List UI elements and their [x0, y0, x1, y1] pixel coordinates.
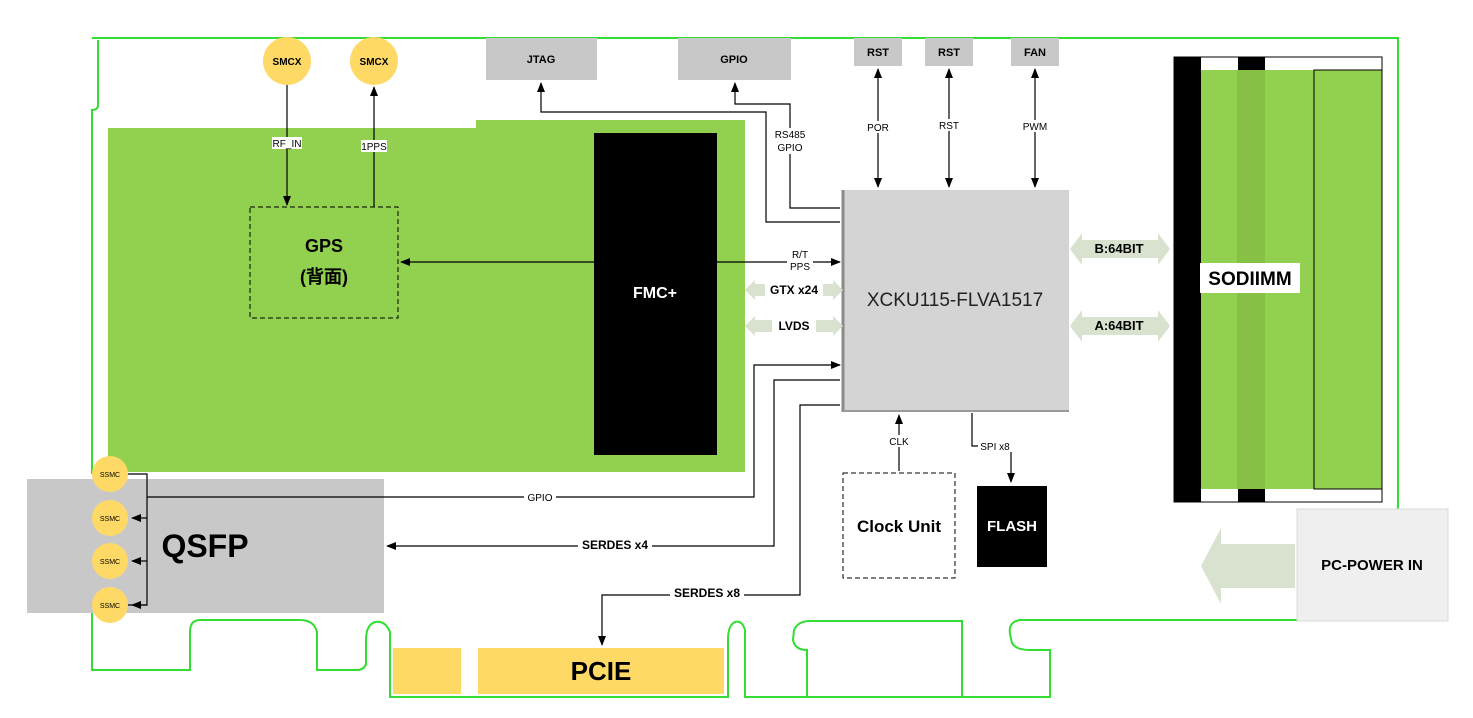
fmc-connector	[594, 133, 717, 455]
fpga-label: XCKU115-FLVA1517	[867, 290, 1043, 311]
gpio-connector	[678, 38, 791, 80]
smcx-connector-1	[263, 37, 311, 85]
smcx-label-2: SMCX	[360, 57, 389, 68]
power-input-label: PC-POWER IN	[1321, 557, 1423, 574]
jtag-route	[537, 82, 840, 223]
gpio-route	[731, 82, 840, 209]
clk-label: CLK	[889, 437, 909, 448]
serdes4-label: SERDES x4	[582, 538, 648, 552]
ssmc-connector-1	[92, 456, 128, 492]
fpga-chip	[843, 190, 1069, 412]
rs485-label: RS485	[775, 130, 806, 141]
pps-label: 1PPS	[361, 142, 387, 153]
gtx-label: GTX x24	[770, 283, 818, 297]
a64-bus-arrow	[1070, 310, 1170, 342]
gps-sub-label: (背面)	[300, 266, 348, 287]
gpio-label: GPIO	[720, 54, 748, 66]
b64-bus-arrow	[1070, 233, 1170, 265]
rst-label-2: RST	[938, 47, 960, 59]
qsfp-cage	[27, 479, 384, 613]
por-label: POR	[867, 123, 889, 134]
daughter-card	[108, 120, 745, 472]
gps-label: GPS	[305, 236, 343, 256]
gps-module	[249, 206, 399, 319]
gpio-bottom-route	[147, 361, 841, 498]
pcie-label: PCIE	[571, 656, 632, 686]
ssmc-label-3: SSMC	[100, 559, 120, 566]
gpio-signal-label: GPIO	[777, 143, 802, 154]
a64-label: A:64BIT	[1094, 318, 1143, 333]
fan-connector	[1011, 38, 1059, 66]
rst-label-1: RST	[867, 47, 889, 59]
lvds-label: LVDS	[778, 319, 809, 333]
flash-chip	[977, 486, 1047, 567]
serdes8-route	[598, 404, 840, 646]
ssmc-connector-4	[92, 587, 128, 623]
rst-signal-label: RST	[939, 121, 959, 132]
rf-in-label: RF_IN	[273, 139, 302, 150]
ssmc-connector-2	[92, 500, 128, 536]
qsfp-label: QSFP	[161, 528, 248, 564]
rst-connector-2	[925, 38, 973, 66]
pcie-finger-short	[393, 648, 461, 694]
rt-label: R/T	[792, 250, 808, 261]
power-input	[1296, 508, 1449, 622]
ssmc-label-4: SSMC	[100, 603, 120, 610]
gpio-bottom-label: GPIO	[527, 493, 552, 504]
pcie-finger-long	[478, 648, 724, 694]
ssmc-connector-3	[92, 543, 128, 579]
spi-label: SPI x8	[980, 442, 1010, 453]
sodimm-label: SODIIMM	[1208, 269, 1291, 290]
pps-fpga-label: PPS	[790, 262, 810, 273]
fmc-label: FMC+	[633, 285, 677, 302]
jtag-label: JTAG	[527, 54, 556, 66]
flash-label: FLASH	[987, 518, 1037, 535]
serdes8-label: SERDES x8	[674, 586, 740, 600]
rst-connector-1	[854, 38, 902, 66]
fan-label: FAN	[1024, 47, 1046, 59]
ssmc-label-1: SSMC	[100, 472, 120, 479]
ssmc-label-2: SSMC	[100, 516, 120, 523]
jtag-connector	[486, 38, 597, 80]
smcx-connector-2	[350, 37, 398, 85]
pwm-label: PWM	[1023, 122, 1047, 133]
power-arrow	[1201, 528, 1295, 604]
clock-unit	[842, 472, 956, 579]
clock-unit-label: Clock Unit	[857, 517, 941, 536]
smcx-label-1: SMCX	[273, 57, 302, 68]
b64-label: B:64BIT	[1094, 241, 1143, 256]
